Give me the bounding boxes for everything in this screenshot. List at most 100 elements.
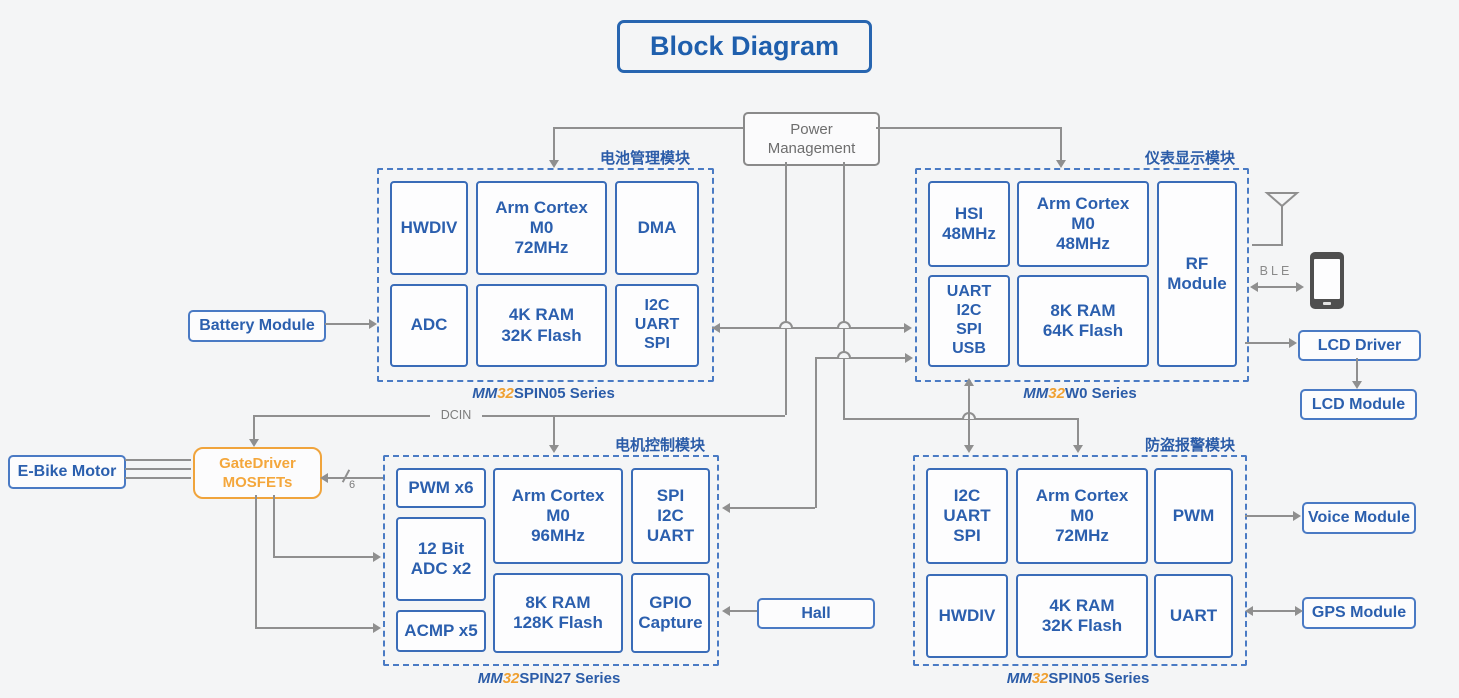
motor-pwm-box: PWM x6 — [396, 468, 486, 508]
series-mm: MM — [477, 670, 503, 687]
arrow-into-battery-group — [549, 160, 559, 168]
line-rf-antenna — [1252, 244, 1282, 246]
arrow-gps-right — [1295, 606, 1303, 616]
battery-adc-box: ADC — [390, 284, 468, 367]
motor-group-caption: 电机控制模块 — [614, 437, 705, 454]
line-battery-module — [325, 323, 370, 325]
smartphone-icon — [1310, 252, 1344, 309]
arrow-into-adc — [373, 552, 381, 562]
display-hsi-box: HSI 48MHz — [928, 181, 1010, 267]
antenna-icon — [1264, 192, 1300, 246]
battery-group-frame — [377, 168, 714, 382]
motor-memory-box: 8K RAM 128K Flash — [493, 573, 623, 653]
series-rest: SPIN27 Series — [519, 670, 621, 687]
hall-box: Hall — [757, 598, 875, 629]
arrow-into-battery-left — [369, 319, 377, 329]
line-gatedriver-acmp-horiz — [255, 627, 373, 629]
alarm-uart-box: UART — [1154, 574, 1233, 658]
arrow-into-gpio — [722, 606, 730, 616]
line-lcd-driver-to-module — [1356, 358, 1358, 382]
arrow-into-lcd-module — [1352, 381, 1362, 389]
power-management-box: Power Management — [743, 112, 880, 166]
series-num: 32 — [1048, 385, 1065, 402]
arrow-into-display-group — [1056, 160, 1066, 168]
battery-dma-box: DMA — [615, 181, 699, 275]
display-group-frame — [915, 168, 1249, 382]
line-pm-left-drop — [553, 127, 555, 162]
battery-group-caption: 电池管理模块 — [599, 150, 690, 167]
alarm-group-caption: 防盗报警模块 — [1144, 437, 1235, 454]
series-num: 32 — [502, 670, 520, 687]
line-hop — [837, 321, 851, 328]
arrow-into-display-left — [905, 353, 913, 363]
arrow-into-voice-module — [1293, 511, 1301, 521]
display-rf-box: RF Module — [1157, 181, 1237, 367]
line-dcin-rail — [253, 415, 785, 417]
line-pm-v1 — [785, 162, 787, 415]
motor-acmp-box: ACMP x5 — [396, 610, 486, 652]
line-motor-phase-1 — [125, 459, 191, 461]
diagram-title-text: Block Diagram — [649, 31, 840, 61]
arrow-ble-right — [1296, 282, 1304, 292]
line-power-to-alarm — [843, 418, 1077, 420]
arrow-into-battery-comm — [712, 323, 720, 333]
series-num: 32 — [497, 385, 514, 402]
display-group-caption: 仪表显示模块 — [1144, 150, 1235, 167]
lcd-module-box: LCD Module — [1300, 389, 1417, 420]
motor-series-label: MM32SPIN27 Series — [383, 670, 715, 687]
motor-group-frame — [383, 455, 719, 666]
series-rest: W0 Series — [1064, 385, 1137, 402]
lcd-driver-box: LCD Driver — [1298, 330, 1421, 361]
motor-comm-box: SPI I2C UART — [631, 468, 710, 564]
line-power-to-alarm-drop — [1077, 418, 1079, 445]
battery-cortex-box: Arm Cortex M0 72MHz — [476, 181, 607, 275]
line-to-gps-module — [1253, 610, 1295, 612]
line-gatedriver-adc-vert — [273, 495, 275, 557]
gatedriver-mosfets-box: GateDriver MOSFETs — [193, 447, 322, 499]
line-to-voice-module — [1245, 515, 1294, 517]
ebike-motor-box: E-Bike Motor — [8, 455, 126, 489]
motor-cortex-box: Arm Cortex M0 96MHz — [493, 468, 623, 564]
line-hall — [730, 610, 757, 612]
battery-memory-box: 4K RAM 32K Flash — [476, 284, 607, 367]
arrow-into-alarm-group — [1073, 445, 1083, 453]
motor-gpio-box: GPIO Capture — [631, 573, 710, 653]
line-ble — [1258, 286, 1296, 288]
line-dcin-to-gatedriver — [253, 415, 255, 439]
line-motor-phase-2 — [125, 468, 191, 470]
alarm-memory-box: 4K RAM 32K Flash — [1016, 574, 1148, 658]
line-pm-right — [876, 127, 1060, 129]
series-rest: SPIN05 Series — [1048, 670, 1150, 687]
bus-width-label: 6 — [349, 479, 356, 491]
line-motor-display-top — [815, 357, 905, 359]
line-hop — [779, 321, 793, 328]
arrow-into-acmp — [373, 623, 381, 633]
line-pm-v2 — [843, 162, 845, 418]
arrow-into-gatedriver-right — [320, 473, 328, 483]
line-motor-phase-3 — [125, 477, 191, 479]
line-dcin-to-motor — [553, 415, 555, 446]
line-gatedriver-adc-horiz — [273, 556, 373, 558]
line-hop — [837, 351, 851, 358]
line-motor-display-bottom — [730, 507, 815, 509]
diagram-title: Block Diagram — [617, 20, 872, 73]
series-rest: SPIN05 Series — [513, 385, 615, 402]
arrow-gps-left — [1245, 606, 1253, 616]
alarm-comm-box: I2C UART SPI — [926, 468, 1008, 564]
line-pm-left — [553, 127, 743, 129]
battery-comm-box: I2C UART SPI — [615, 284, 699, 367]
line-to-lcd-driver — [1245, 342, 1290, 344]
arrow-into-motor-comm — [722, 503, 730, 513]
line-battery-display-bus — [712, 327, 910, 329]
display-cortex-box: Arm Cortex M0 48MHz — [1017, 181, 1149, 267]
arrow-into-lcd-driver — [1289, 338, 1297, 348]
line-gatedriver-acmp-vert — [255, 495, 257, 628]
arrow-into-gatedriver — [249, 439, 259, 447]
smartphone-home-button — [1323, 302, 1331, 305]
alarm-hwdiv-box: HWDIV — [926, 574, 1008, 658]
battery-series-label: MM32SPIN05 Series — [377, 385, 710, 402]
alarm-cortex-box: Arm Cortex M0 72MHz — [1016, 468, 1148, 564]
line-motor-display-vert — [815, 357, 817, 508]
arrow-into-motor-group — [549, 445, 559, 453]
